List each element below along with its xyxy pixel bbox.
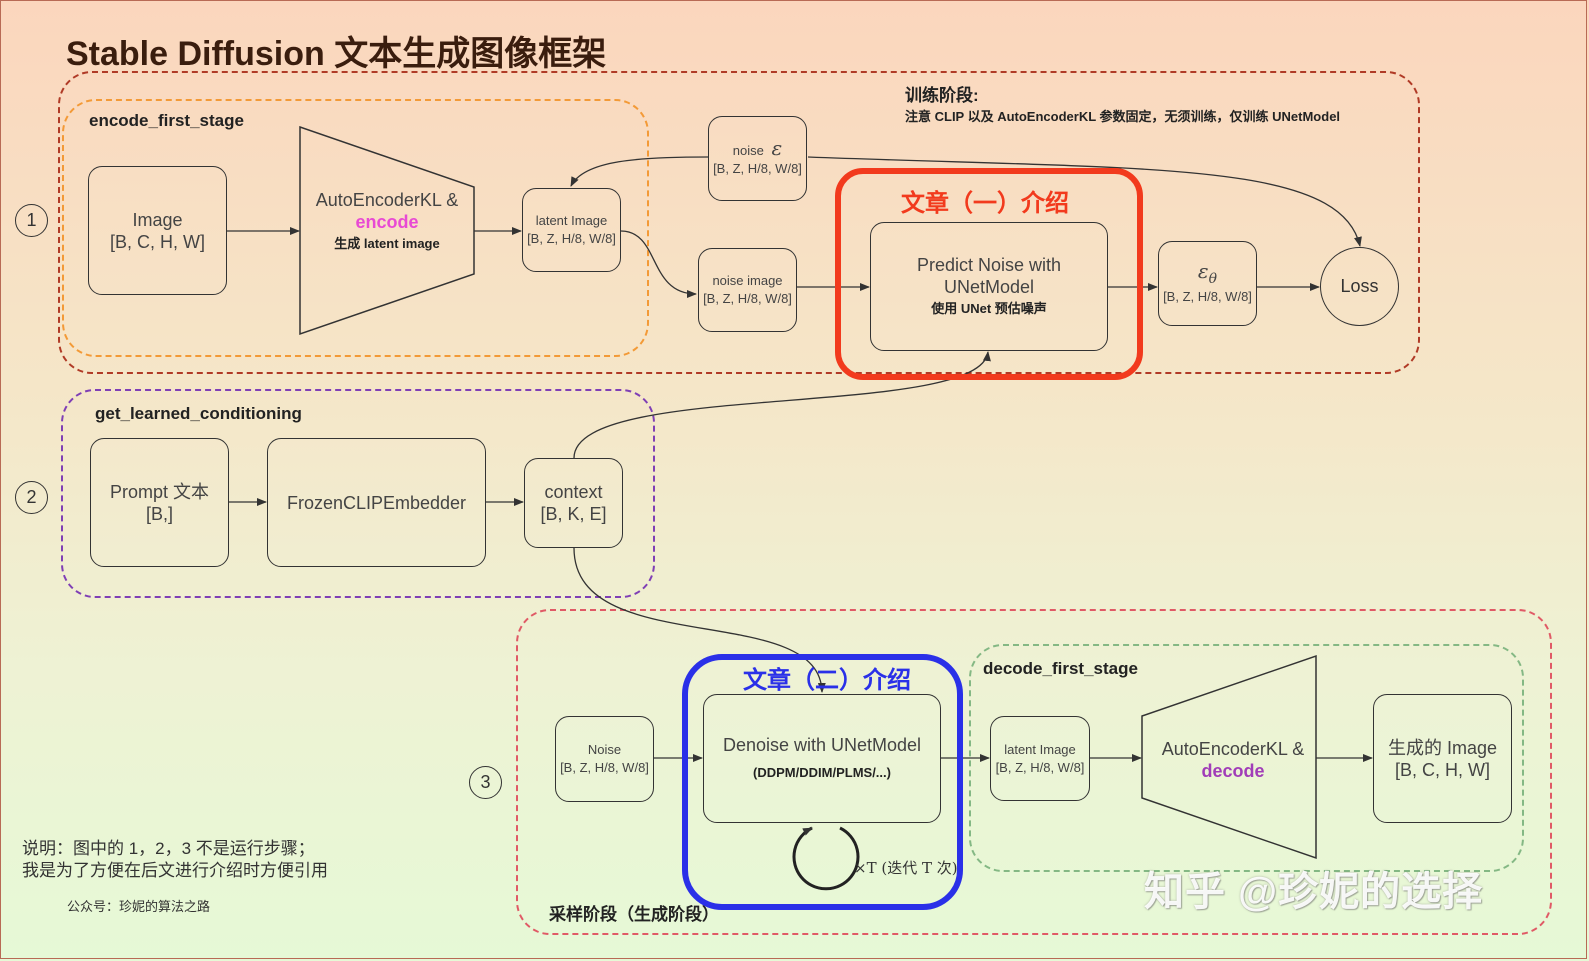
- article2-title: 文章（二）介绍: [743, 667, 911, 694]
- step-marker-3: 3: [469, 766, 502, 799]
- noise-epsilon-node: noise ε [B, Z, H/8, W/8]: [708, 116, 807, 201]
- prompt-shape: [B,]: [145, 503, 173, 524]
- training-stage-note: 注意 CLIP 以及 AutoEncoderKL 参数固定，无须训练，仅训练 U…: [905, 109, 1341, 124]
- latent-train-label: latent Image: [535, 213, 608, 228]
- eps-theta-shape: [B, Z, H/8, W/8]: [1163, 288, 1252, 304]
- latent-image-train-node: latent Image [B, Z, H/8, W/8]: [522, 188, 621, 272]
- predict-noise-line1: Predict Noise with: [916, 254, 1062, 275]
- encoder-sub: 生成 latent image: [334, 236, 440, 251]
- epsilon-symbol: ε: [771, 136, 783, 160]
- watermark-text: 知乎 @珍妮的选择: [1144, 870, 1484, 914]
- edge-context-denoise: [573, 547, 826, 693]
- article1-title: 文章（一）介绍: [901, 190, 1069, 217]
- denoise-sub: (DDPM/DDIM/PLMS/...): [753, 764, 891, 780]
- context-label: context: [544, 482, 603, 502]
- edge-noise-latent: [570, 156, 709, 187]
- decoder-label: AutoEncoderKL &: [1161, 739, 1305, 759]
- conditioning-group: [61, 389, 655, 598]
- latent-sample-shape: [B, Z, H/8, W/8]: [995, 759, 1085, 775]
- decoder-accent: decode: [1201, 761, 1265, 781]
- encode-first-stage-label: encode_first_stage: [89, 111, 244, 130]
- encoder-shape: [299, 125, 475, 336]
- decode-first-stage-label: decode_first_stage: [983, 659, 1138, 678]
- latent-image-sample-node: latent Image [B, Z, H/8, W/8]: [990, 716, 1090, 801]
- theta-subscript: θ: [1208, 270, 1218, 287]
- edge-latent-noiseimage: [620, 230, 697, 298]
- noise-eps-shape: [B, Z, H/8, W/8]: [713, 161, 802, 176]
- training-stage-label: 训练阶段:: [905, 86, 979, 105]
- noise-eps-row: noise ε: [732, 136, 783, 160]
- sampling-stage-label: 采样阶段（生成阶段）: [549, 905, 719, 924]
- edge-noise-loss: [807, 156, 1362, 247]
- sampling-stage-group: [516, 609, 1552, 935]
- output-image-node: 生成的 Image [B, C, H, W]: [1373, 694, 1512, 823]
- noise-image-label: noise image: [712, 273, 783, 288]
- training-stage-group: [58, 71, 1420, 374]
- prompt-node: Prompt 文本 [B,]: [90, 438, 229, 567]
- denoise-label: Denoise with UNetModel: [722, 734, 922, 755]
- diagram-title: Stable Diffusion 文本生成图像框架: [66, 35, 607, 73]
- latent-sample-label: latent Image: [1004, 741, 1076, 757]
- loop-arrow: [792, 826, 860, 891]
- eps-theta-node: εθ [B, Z, H/8, W/8]: [1158, 241, 1257, 326]
- noise-image-shape: [B, Z, H/8, W/8]: [703, 291, 792, 306]
- article2-highlight: [682, 654, 963, 910]
- conditioning-label: get_learned_conditioning: [95, 404, 302, 423]
- note-line1: 说明：图中的 1，2，3 不是运行步骤；: [22, 839, 315, 858]
- step-marker-1: 1: [15, 204, 48, 237]
- noise-eps-label: noise: [732, 143, 764, 158]
- note-line2: 我是为了方便在后文进行介绍时方便引用: [22, 861, 328, 880]
- eps-theta-symbol: ε: [1197, 258, 1209, 283]
- encode-first-stage-group: [62, 99, 649, 357]
- context-node: context [B, K, E]: [524, 458, 623, 548]
- loss-node: Loss: [1320, 247, 1399, 326]
- eps-theta-symbol-row: εθ: [1197, 258, 1218, 288]
- noise-sample-shape: [B, Z, H/8, W/8]: [560, 760, 649, 775]
- image-shape: [B, C, H, W]: [109, 231, 205, 252]
- noise-sample-node: Noise [B, Z, H/8, W/8]: [555, 716, 654, 802]
- noise-sample-label: Noise: [587, 742, 622, 757]
- predict-noise-line2: UNetModel: [943, 276, 1035, 297]
- encoder-accent: encode: [355, 212, 419, 232]
- decoder-shape: [1141, 654, 1317, 860]
- latent-train-shape: [B, Z, H/8, W/8]: [527, 231, 616, 246]
- denoise-unet-node: Denoise with UNetModel (DDPM/DDIM/PLMS/.…: [703, 694, 941, 823]
- context-shape: [B, K, E]: [540, 504, 607, 524]
- article1-highlight: [835, 168, 1143, 380]
- clip-embedder-node: FrozenCLIPEmbedder: [267, 438, 486, 567]
- image-label: Image: [132, 209, 183, 230]
- noise-image-node: noise image [B, Z, H/8, W/8]: [698, 248, 797, 332]
- output-image-shape: [B, C, H, W]: [1394, 759, 1490, 780]
- output-image-label: 生成的 Image: [1387, 737, 1498, 758]
- prompt-label: Prompt 文本: [109, 481, 210, 502]
- predict-noise-sub: 使用 UNet 预估噪声: [931, 300, 1047, 316]
- clip-label: FrozenCLIPEmbedder: [286, 492, 467, 513]
- encoder-label: AutoEncoderKL &: [315, 190, 459, 210]
- step-marker-2: 2: [15, 481, 48, 514]
- encoder-text: AutoEncoderKL & encode 生成 latent image: [306, 189, 468, 252]
- predict-noise-unet-node: Predict Noise with UNetModel 使用 UNet 预估噪…: [870, 222, 1108, 351]
- account-note: 公众号：珍妮的算法之路: [67, 899, 211, 914]
- decoder-text: AutoEncoderKL & decode: [1150, 738, 1316, 782]
- loop-label: ×T (迭代 T 次): [854, 859, 958, 877]
- image-node: Image [B, C, H, W]: [88, 166, 227, 295]
